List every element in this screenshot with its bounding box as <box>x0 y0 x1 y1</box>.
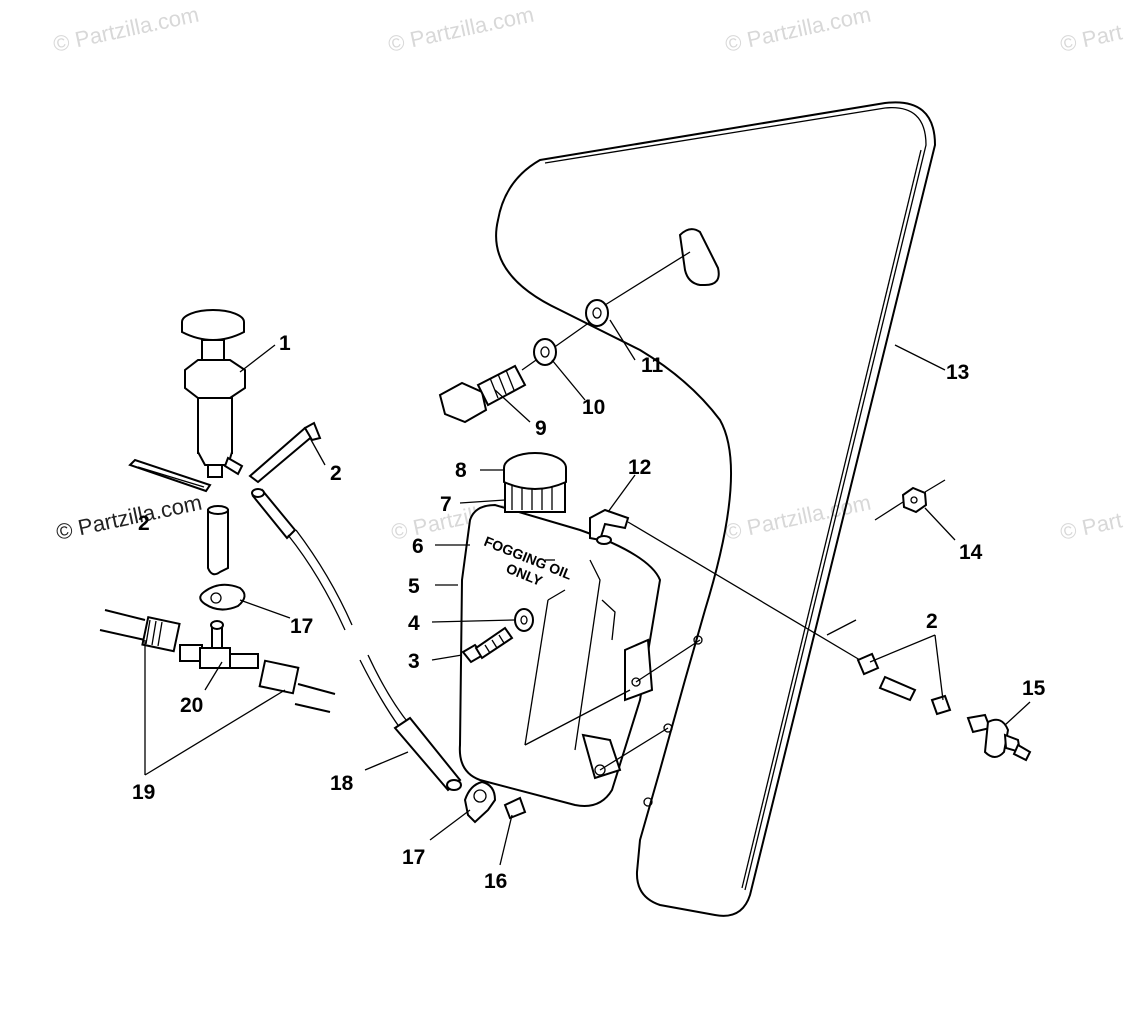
side-panel-13 <box>495 101 937 917</box>
clamp-2-left <box>128 458 212 493</box>
watermark: © Part <box>1058 19 1125 56</box>
watermark: © Partzilla.com <box>51 2 201 57</box>
callout-18: 18 <box>330 772 354 795</box>
check-valve-15 <box>966 713 1032 762</box>
callout-9: 9 <box>535 417 547 440</box>
callout-2: 2 <box>138 512 150 535</box>
watermark: © Partzilla.com <box>723 2 873 57</box>
bolt-9 <box>438 321 591 424</box>
callout-6: 6 <box>412 535 424 558</box>
callout-3: 3 <box>408 650 420 673</box>
callouts: 1 2 2 2 3 4 5 6 7 8 9 10 11 12 13 14 15 … <box>132 332 1046 893</box>
oil-tank-5 <box>458 452 701 807</box>
callout-19: 19 <box>132 781 155 804</box>
nut-14 <box>874 479 946 521</box>
callout-7: 7 <box>440 493 452 516</box>
fitting-16 <box>503 796 527 820</box>
primer-pump-1 <box>181 309 246 478</box>
callout-8: 8 <box>455 459 467 482</box>
tee-fitting-20 <box>99 609 336 713</box>
washer-10 <box>533 338 557 366</box>
callout-2: 2 <box>330 462 342 485</box>
callout-17: 17 <box>290 615 313 638</box>
hose-18 <box>251 488 462 792</box>
leader-lines <box>144 319 1031 866</box>
callout-13: 13 <box>946 361 969 384</box>
watermark-dark: © Partzilla.com <box>54 490 204 545</box>
screw-3 <box>461 626 514 664</box>
pump-line <box>199 505 246 611</box>
callout-17: 17 <box>402 846 425 869</box>
callout-10: 10 <box>582 396 605 419</box>
callout-5: 5 <box>408 575 420 598</box>
callout-1: 1 <box>279 332 291 355</box>
callout-16: 16 <box>484 870 507 893</box>
elbow-fitting-12 <box>589 508 861 661</box>
callout-20: 20 <box>180 694 203 717</box>
callout-4: 4 <box>408 612 420 635</box>
fittings-2-right <box>826 619 952 716</box>
callout-11: 11 <box>641 354 664 377</box>
washer-11 <box>585 299 609 327</box>
watermark: © Partzilla.com <box>386 2 536 57</box>
washer-4 <box>514 608 534 632</box>
watermark: © Partzilla.com <box>723 490 873 545</box>
clamp-2-right <box>248 421 322 484</box>
callout-12: 12 <box>628 456 651 479</box>
watermark: © Part <box>1058 507 1125 544</box>
fitting-17-tank <box>463 780 497 824</box>
callout-14: 14 <box>959 541 983 564</box>
callout-15: 15 <box>1022 677 1046 700</box>
callout-2: 2 <box>926 610 938 633</box>
